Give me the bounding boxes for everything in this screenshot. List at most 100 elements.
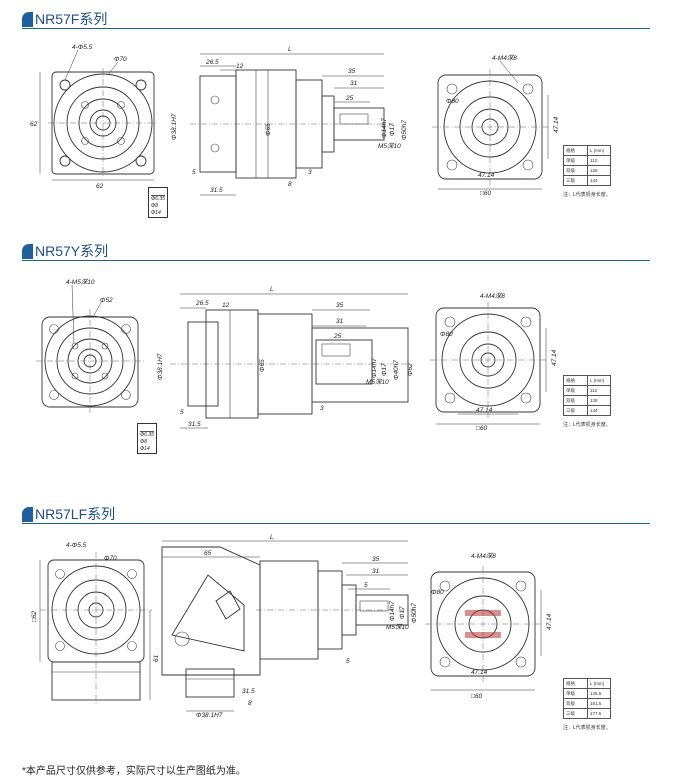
section-title: NR57Y系列 [35, 243, 109, 259]
section-tab-marker [22, 244, 33, 259]
spec-note: 注：L代表机身长度。 [563, 192, 611, 198]
section-tab-marker [22, 507, 33, 522]
side-d4-label: 31 [336, 318, 344, 325]
front-holes-label: 4-Φ5.5 [72, 44, 93, 51]
rear-view-drawing: 4-M4深8 Φ80 47.14 □60 47.14 [432, 54, 560, 197]
side-d3-label: 35 [348, 68, 356, 75]
side-dim3-label: 3 [308, 169, 312, 176]
side-L-label: L [288, 46, 292, 53]
spec-note: 注：L代表机身长度。 [563, 725, 611, 731]
side-d1-label: 26.5 [195, 300, 209, 307]
side-d2-label: 12 [236, 63, 244, 70]
side-shaft-label: Φ14h7 [371, 358, 378, 378]
rear-pcd-label: Φ80 [446, 98, 459, 105]
side-L-label: L [270, 286, 274, 293]
side-L-label: L [270, 534, 274, 541]
section-header: NR57LF系列 [22, 505, 650, 524]
section-divider [22, 523, 650, 524]
side-d315-label: 31.5 [242, 688, 255, 695]
callout-row-3: Φ14 [151, 210, 161, 216]
rear-view-drawing: 4-M4深8 Φ80 47.14 □60 47.14 [425, 552, 553, 700]
side-shaft-label: Φ14h7 [381, 118, 388, 138]
callout-row-1: Φ6.35 [151, 196, 165, 202]
side-boss-label: Φ17 [389, 123, 396, 136]
shaft-bore-callout: Φ6.35 Φ8 Φ14 [148, 187, 168, 218]
front-pcd-label: Φ52 [100, 297, 113, 304]
side-od-label: Φ62 [407, 363, 414, 376]
section-divider [22, 28, 650, 29]
side-d3-label: 35 [372, 556, 380, 563]
side-d1-label: 65 [204, 550, 212, 557]
side-view-drawing: L 26.5 12 35 31 25 Φ14h7 Φ17 Φ40h7 Φ62 Φ… [157, 286, 414, 429]
callout-row-2: Φ8 [140, 439, 147, 445]
side-tap-label: M5深10 [386, 623, 409, 631]
side-pilot-label: Φ50h7 [411, 603, 418, 623]
rear-sq-label: □60 [476, 425, 488, 432]
front-holes-label: 4-M5深10 [66, 278, 95, 286]
side-dim3-label: 3 [320, 405, 324, 412]
rear-holes-label: 4-M4深8 [480, 292, 505, 300]
side-flange-pilot-label: Φ38.1H7 [157, 353, 164, 380]
front-pcd-label: Φ70 [104, 555, 117, 562]
side-dim8-label: 8 [288, 181, 292, 188]
side-d4-label: 31 [350, 80, 358, 87]
front-sq-label: □62 [31, 610, 38, 622]
side-view-drawing: L 26.5 12 35 31 25 Φ14h7 Φ17 Φ50h7 Φ65 Φ… [171, 46, 408, 196]
front-pcd-label: Φ70 [114, 56, 127, 63]
side-d8-label: 8 [248, 700, 252, 707]
rear-pcd-label: Φ80 [431, 589, 444, 596]
front-view-drawing: 4-M5深10 Φ52 [36, 278, 144, 413]
side-tap-label: M5深10 [378, 142, 401, 150]
section-title: NR57LF系列 [35, 506, 116, 522]
spec-note: 注：L代表机身长度。 [563, 422, 611, 428]
section-title: NR57F系列 [35, 11, 108, 27]
rear-h-label: 47.14 [551, 349, 558, 366]
side-d315-label: 31.5 [188, 421, 201, 428]
front-view-drawing: 4-Φ5.5 Φ70 □62 61 [31, 542, 160, 704]
side-dim5-label: 5 [180, 409, 184, 416]
side-d315-label: 31.5 [210, 187, 223, 194]
section-header: NR57F系列 [22, 10, 650, 29]
side-tap-label: M5深10 [366, 378, 389, 386]
side-flange-pilot-label: Φ38.1H7 [171, 113, 178, 140]
callout-row-1: Φ6.35 [140, 432, 154, 438]
section-divider [22, 260, 650, 261]
side-body-label: Φ65 [259, 359, 266, 372]
rear-holes-label: 4-M4深8 [471, 552, 496, 560]
side-d4-label: 31 [372, 568, 380, 575]
side-d2-label: 12 [222, 302, 230, 309]
section-tab-marker [22, 12, 33, 27]
rear-pcd-label: Φ80 [440, 331, 453, 338]
side-view-drawing: L 65 35 31 5 M5深10 Φ14h7 Φ17 Φ50h7 Φ38.1… [161, 534, 418, 719]
side-body-label: Φ65 [265, 123, 272, 136]
front-holes-label: 4-Φ5.5 [66, 542, 87, 549]
section-header: NR57Y系列 [22, 242, 650, 261]
rear-sq-label: □60 [471, 693, 483, 700]
callout-row-2: Φ8 [151, 203, 158, 209]
side-flange-pilot-label: Φ38.1H7 [196, 712, 223, 719]
footer-disclaimer: *本产品尺寸仅供参考，实际尺寸以生产图纸为准。 [22, 766, 246, 777]
side-shaft-label: Φ14h7 [389, 601, 396, 621]
rear-sq-label: □60 [480, 190, 492, 197]
rear-w-label: 47.14 [476, 407, 493, 414]
front-height-label: 62 [30, 121, 38, 128]
rear-holes-label: 4-M4深8 [492, 54, 517, 62]
side-d5-label: 25 [333, 333, 342, 340]
front-width-label: 62 [96, 183, 104, 190]
side-d3-label: 35 [336, 302, 344, 309]
rear-view-drawing: 4-M4深8 Φ80 47.14 □60 47.14 [430, 292, 558, 432]
shaft-bore-callout: Φ6.35 Φ8 Φ14 [137, 423, 157, 454]
